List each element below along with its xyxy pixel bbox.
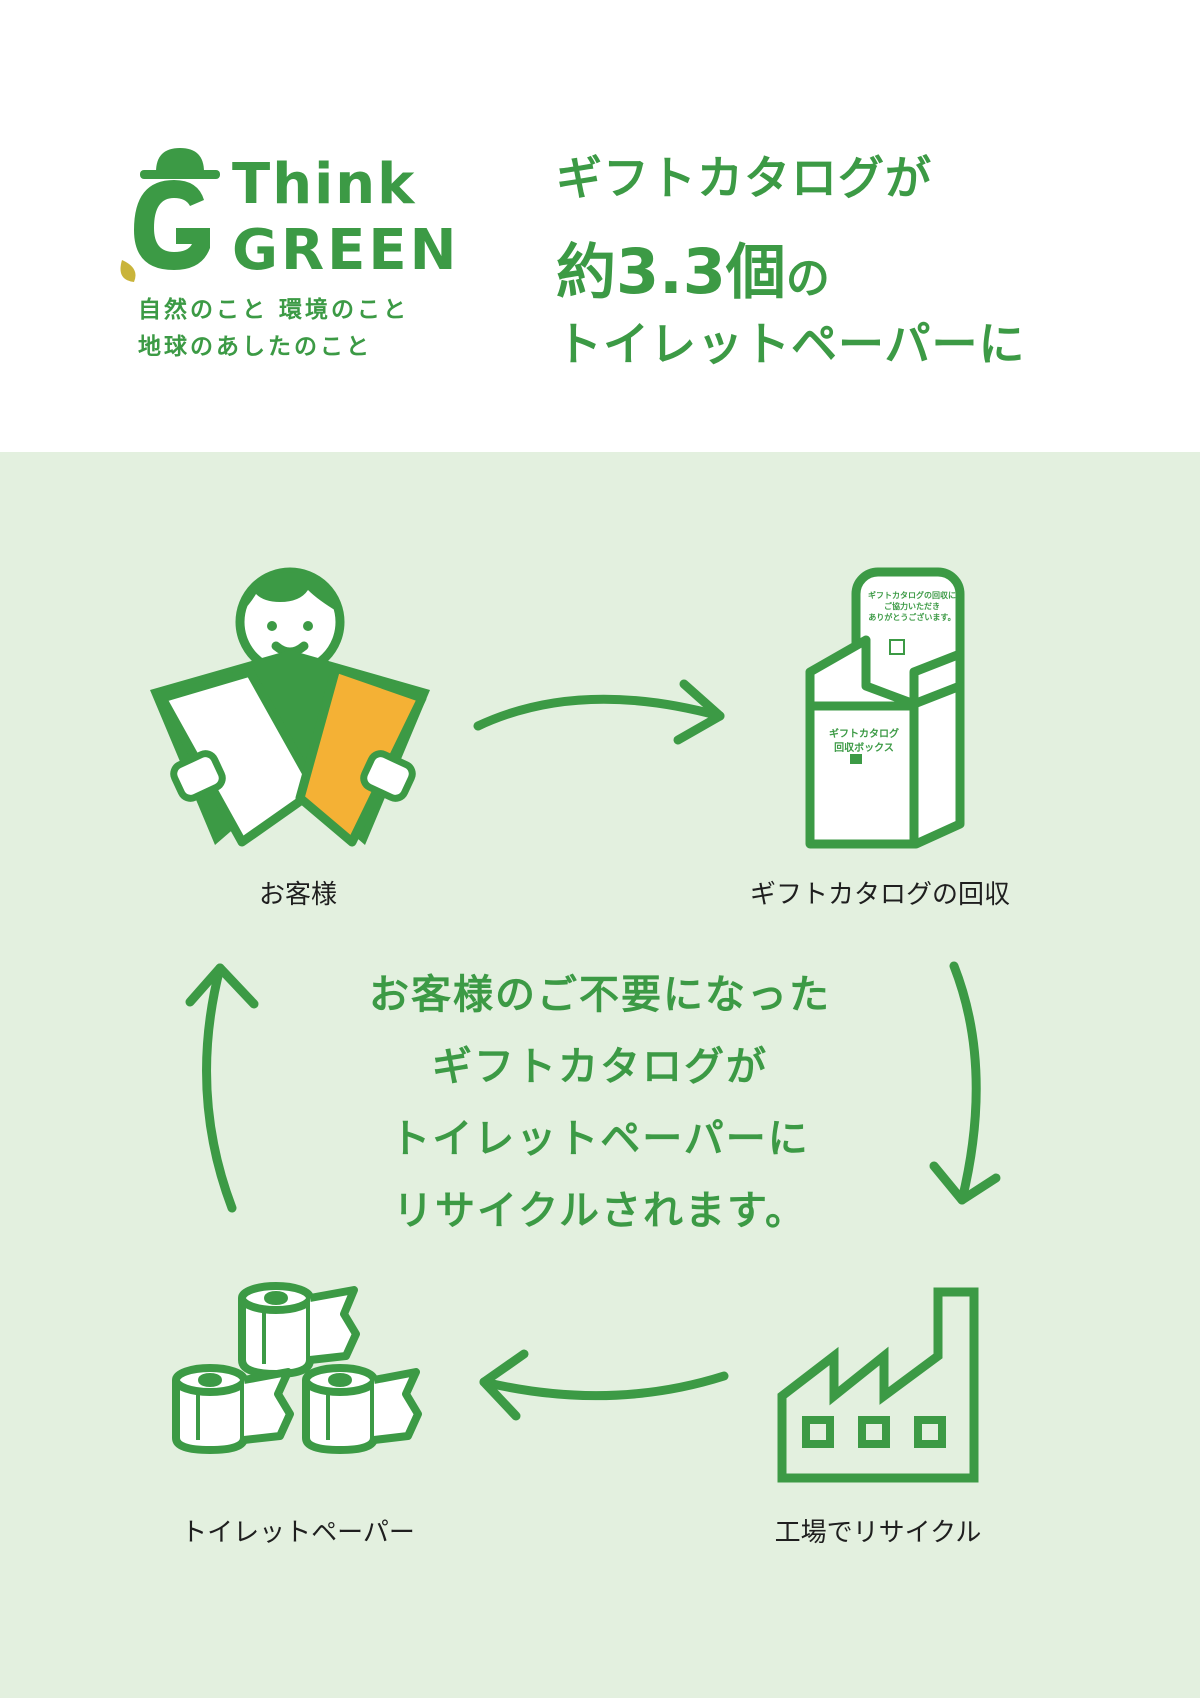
collection-poster-text: ギフトカタログの回収に ご協力いただき ありがとうございます。 <box>866 590 958 623</box>
collection-poster-line2: ご協力いただき <box>884 602 940 611</box>
toilet-paper-caption: トイレットペーパー <box>181 1518 415 1548</box>
arrow-up-icon <box>185 963 259 1213</box>
logo-think-text: Think <box>232 152 417 217</box>
logo-tagline-line2: 地球のあしたのこと <box>138 334 372 360</box>
think-green-logo-icon <box>120 148 220 282</box>
headline-suffix: 個 <box>725 238 786 308</box>
headline-line3: トイレットペーパーに <box>556 317 1026 371</box>
factory-icon <box>777 1287 979 1483</box>
cycle-section <box>0 452 1200 1698</box>
headline-line2: 約3.3個の <box>556 224 830 311</box>
collection-box-icon <box>805 567 965 849</box>
headline-number: 3.3 <box>616 235 726 308</box>
logo-tagline-line1: 自然のこと 環境のこと <box>138 297 410 323</box>
collection-box-label-line2: 回収ボックス <box>834 743 894 754</box>
headline-line1: ギフトカタログが <box>556 151 932 205</box>
collection-poster-line3: ありがとうございます。 <box>868 613 956 622</box>
arrow-down-icon <box>929 961 1001 1205</box>
headline-prefix: 約 <box>556 238 616 308</box>
arrow-left-icon <box>479 1349 729 1421</box>
center-message-line4: リサイクルされます。 <box>393 1188 807 1234</box>
center-message-line2: ギフトカタログが <box>432 1044 768 1090</box>
customer-caption: お客様 <box>258 880 338 910</box>
toilet-paper-rolls-icon <box>172 1282 422 1454</box>
collection-caption: ギフトカタログの回収 <box>749 880 1011 910</box>
center-message-line1: お客様のご不要になった <box>369 972 831 1018</box>
collection-box-label: ギフトカタログ 回収ボックス <box>812 728 916 756</box>
factory-caption: 工場でリサイクル <box>774 1518 982 1548</box>
collection-box-label-line1: ギフトカタログ <box>829 729 899 740</box>
logo-green-text: GREEN <box>232 218 460 283</box>
center-message-line3: トイレットペーパーに <box>390 1116 810 1162</box>
arrow-right-icon <box>473 679 725 745</box>
header-section <box>0 0 1200 452</box>
customer-with-catalogs-icon <box>150 567 430 847</box>
collection-poster-line1: ギフトカタログの回収に <box>868 591 956 600</box>
headline-particle: の <box>785 253 830 304</box>
